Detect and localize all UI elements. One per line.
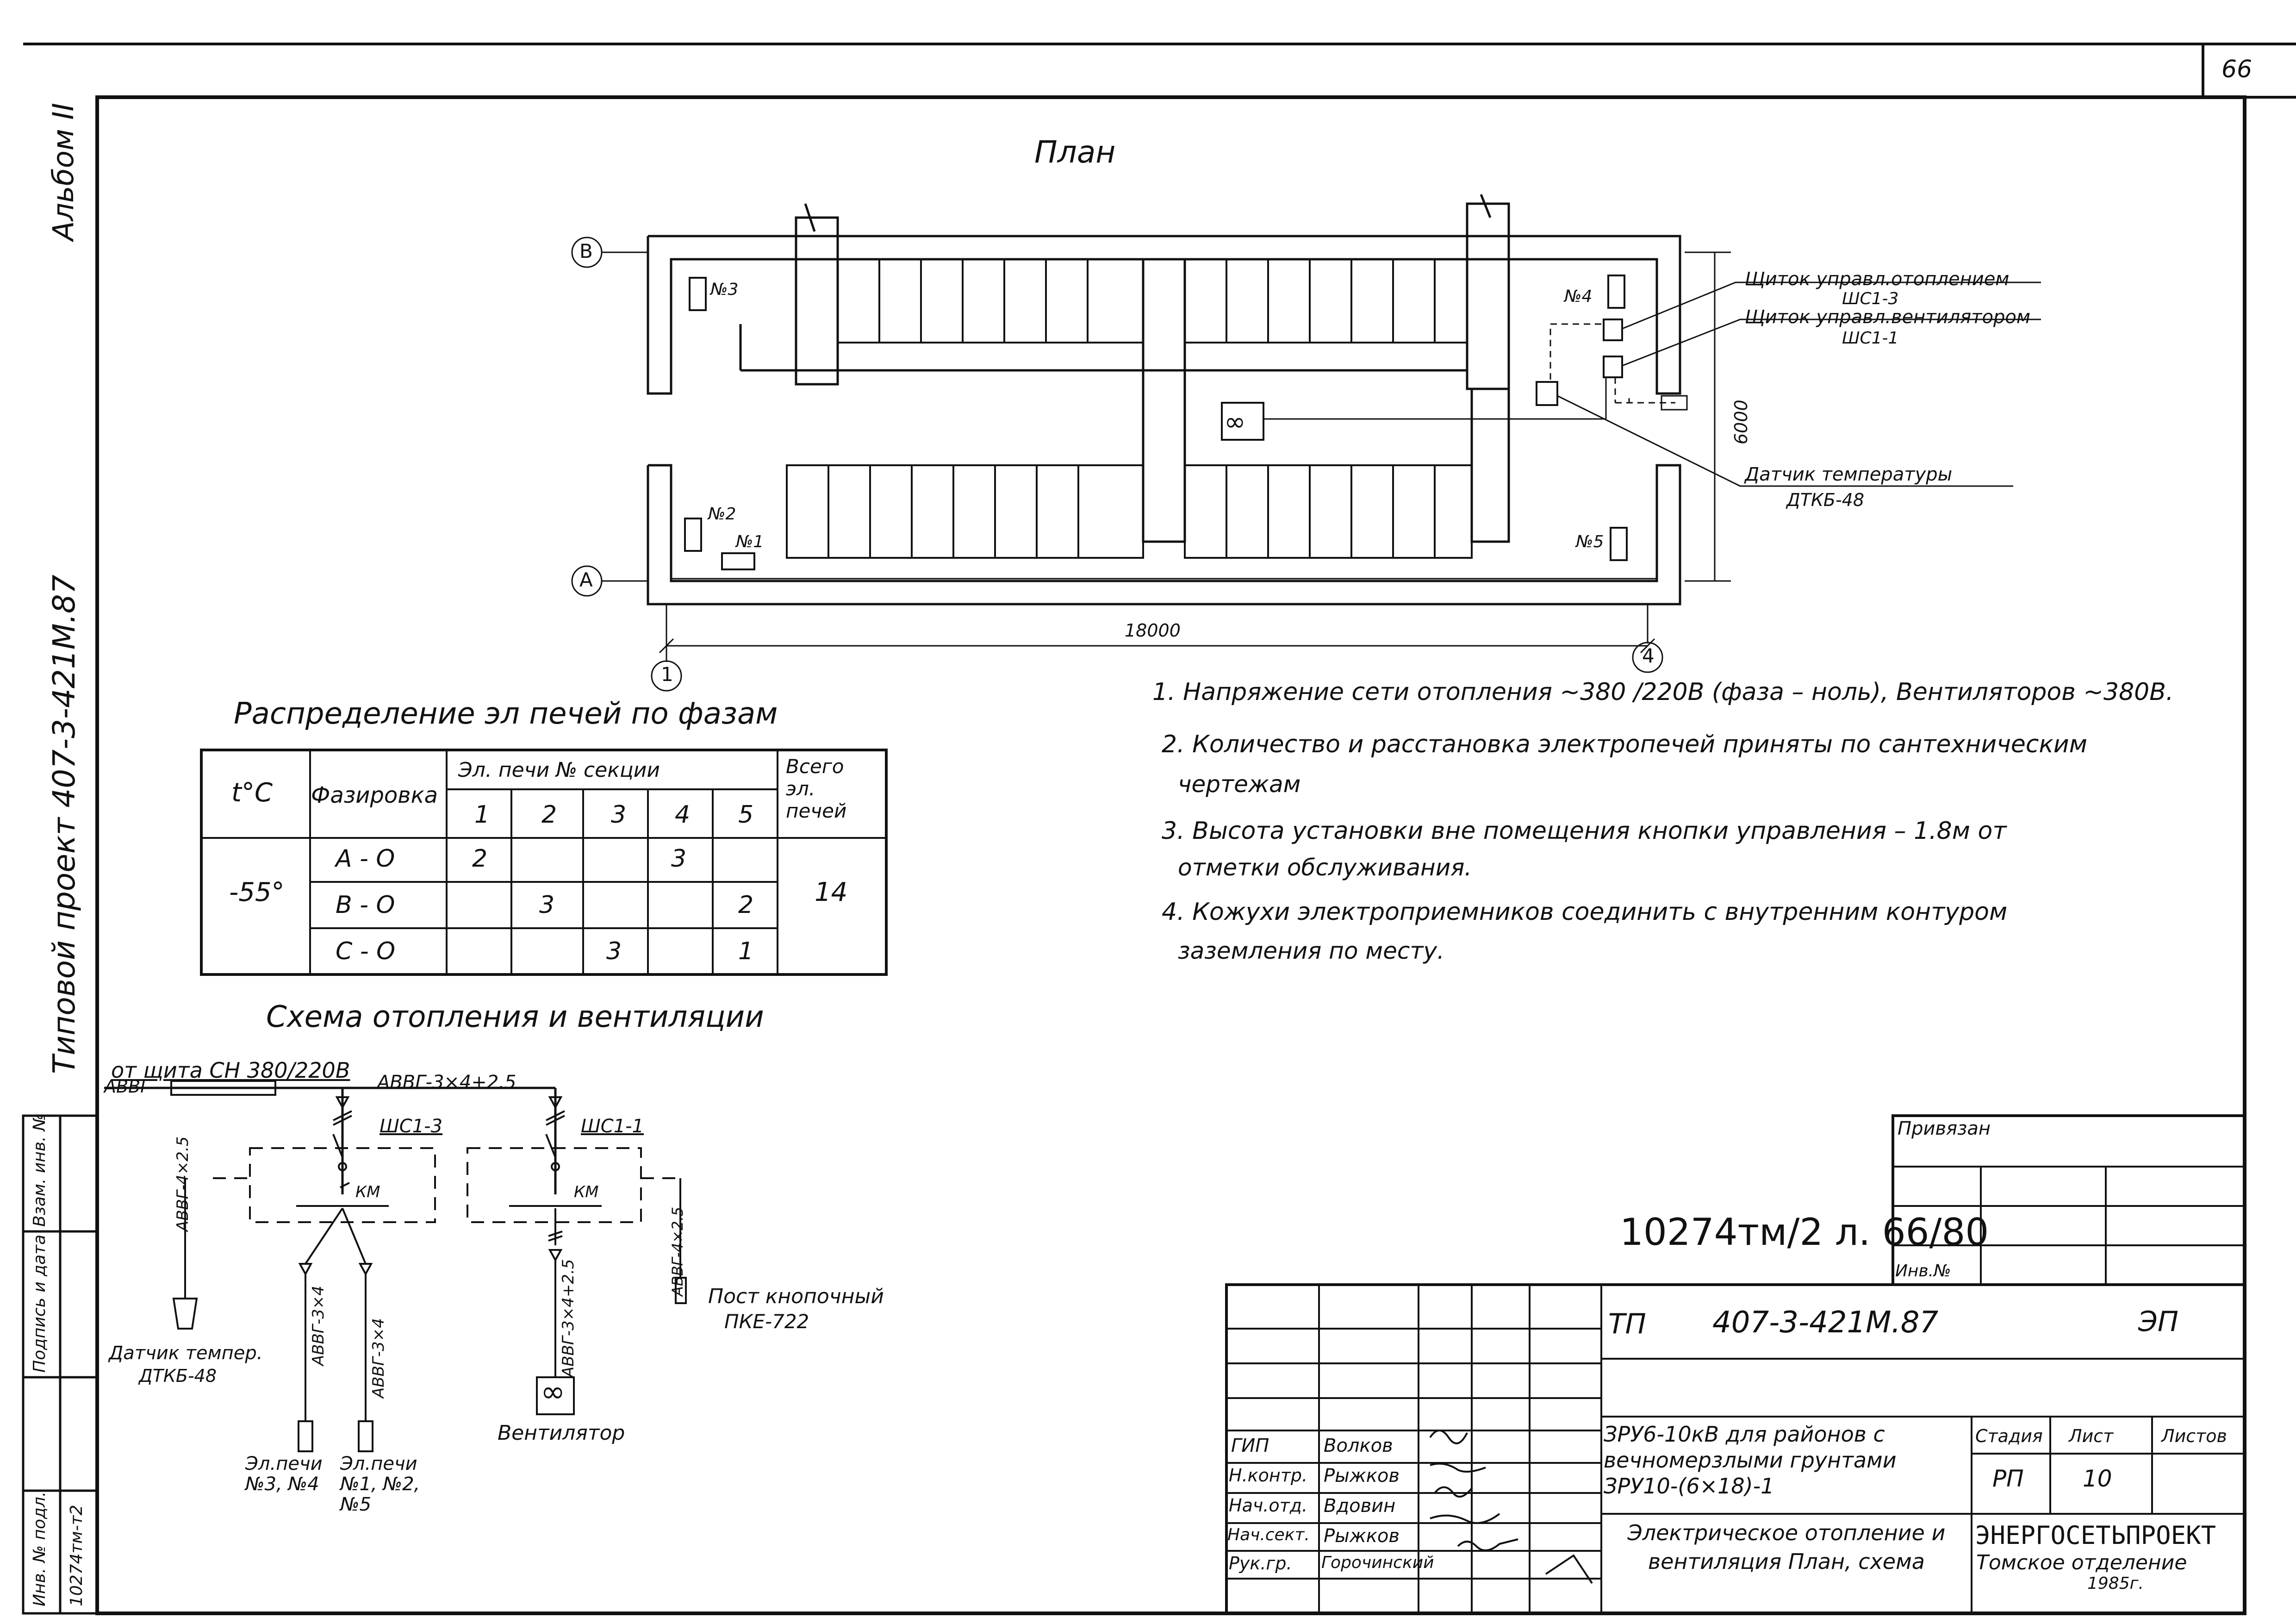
row-b-s2: 3 (539, 891, 555, 919)
note-3-cont: отметки обслуживания. (1178, 854, 1472, 881)
tb-role-4: Нач.сект. (1227, 1525, 1310, 1544)
heater-1-label: №1 (736, 532, 764, 551)
section-1: 1 (474, 801, 490, 829)
row-b-s5: 2 (738, 891, 754, 919)
table-header-section: Эл. печи № секции (458, 758, 660, 782)
plan-title: План (1034, 134, 1116, 170)
row-b-phase: В - О (336, 891, 395, 919)
tb-stage: РП (1992, 1465, 2024, 1492)
row-c-phase: С - О (336, 937, 396, 965)
section-3: 3 (611, 801, 627, 829)
section-4: 4 (675, 801, 691, 829)
axis-1-label: 1 (661, 663, 673, 686)
scheme-km-right: КМ (574, 1183, 599, 1201)
callout-heating-panel: Щиток управл.отоплением (1745, 269, 2010, 290)
tb-name-2: Рыжков (1324, 1465, 1400, 1487)
heater-4-label: №4 (1564, 287, 1593, 306)
distribution-title: Распределение эл печей по фазам (234, 697, 778, 731)
table-header-temp: t°C (231, 778, 273, 808)
scheme-cable-left: АВВГ- (104, 1076, 157, 1097)
note-4-cont: заземления по месту. (1178, 937, 1444, 964)
scheme-button-label: Пост кнопочный (708, 1285, 884, 1308)
scheme-fan-label: Вентилятор (498, 1421, 625, 1445)
tb-org: ЭНЕРГОСЕТЬПРОЕКТ (1975, 1521, 2216, 1550)
tb-object: ЗРУ6-10кВ для районов с вечномерзлыми гр… (1604, 1422, 1897, 1499)
heater-5-label: №5 (1576, 532, 1604, 551)
scheme-sensor-label: Датчик темпер. (109, 1343, 263, 1364)
dimension-length: 18000 (1125, 620, 1181, 641)
scheme-title: Схема отопления и вентиляции (266, 1000, 764, 1034)
tb-org-branch: Томское отделение (1976, 1551, 2187, 1574)
tb-name-3: Вдовин (1324, 1495, 1396, 1517)
note-4: 4. Кожухи электроприемников соединить с … (1162, 898, 2008, 926)
stamp-number: 10274тм/2 л. 66/80 (1620, 1211, 1989, 1254)
tb-sheets-h: Листов (2161, 1426, 2227, 1446)
tb-name-4: Рыжков (1324, 1525, 1400, 1547)
tb-role-5: Рук.гр. (1229, 1553, 1292, 1574)
tb-code: 407-3-421М.87 (1712, 1305, 1939, 1340)
callout-temp-sensor-code: ДТКБ-48 (1786, 490, 1865, 510)
section-2: 2 (541, 801, 557, 829)
tb-sheet: 10 (2083, 1465, 2112, 1492)
svg-text:∞: ∞ (541, 1375, 565, 1409)
scheme-km-left: КМ (355, 1183, 380, 1201)
heater-2-label: №2 (708, 505, 736, 524)
tb-inv: Инв.№ (1895, 1262, 1951, 1280)
tb-privyazan: Привязан (1898, 1118, 1991, 1139)
axis-a-label: А (579, 568, 593, 591)
note-1: 1. Напряжение сети отопления ~380 /220В … (1152, 678, 2174, 706)
callout-heating-panel-code: ШС1-3 (1842, 289, 1899, 308)
note-2: 2. Количество и расстановка электропечей… (1162, 731, 2087, 758)
svg-text:∞: ∞ (1224, 407, 1246, 437)
row-a-s1: 2 (472, 845, 488, 873)
plan-equipment-bottom (786, 464, 1473, 559)
scheme-sc13: ШС1-3 (380, 1116, 443, 1137)
tb-year: 1985г. (2087, 1574, 2144, 1593)
tb-mark: ЭП (2138, 1305, 2179, 1338)
axis-4-label: 4 (1642, 644, 1655, 667)
table-header-total: Всего эл. печей (786, 755, 847, 822)
scheme-button-code: ПКЕ-722 (724, 1310, 809, 1333)
table-total-value: 14 (815, 877, 848, 907)
row-a-s4: 3 (671, 845, 687, 873)
tb-sheet-h: Лист (2069, 1426, 2114, 1446)
note-2-cont: чертежам (1178, 771, 1301, 798)
page-number: 66 (2221, 56, 2252, 83)
scheme-cable-main: АВВГ-3×4+2.5 (377, 1072, 516, 1093)
tb-name-1: Волков (1324, 1435, 1393, 1456)
row-c-s3: 3 (606, 937, 622, 965)
tb-role-2: Н.контр. (1229, 1465, 1308, 1486)
tb-code-left: ТП (1608, 1308, 1646, 1340)
callout-fan-panel-code: ШС1-1 (1842, 329, 1899, 348)
scheme-source: от щита СН 380/220В (111, 1058, 350, 1083)
tb-stage-h: Стадия (1975, 1426, 2043, 1446)
tb-role-3: Нач.отд. (1229, 1495, 1308, 1516)
plan-equipment-top (837, 258, 1468, 344)
scheme-sc11: ШС1-1 (581, 1116, 644, 1137)
tb-name-5: Горочинский (1321, 1553, 1434, 1572)
callout-fan-panel: Щиток управл.вентилятором (1745, 306, 2031, 328)
callout-temp-sensor: Датчик температуры (1745, 464, 1953, 485)
scheme-sensor-code: ДТКБ-48 (139, 1366, 217, 1386)
table-header-phasing: Фазировка (311, 782, 438, 808)
tb-drawing: Электрическое отопление и вентиляция Пла… (1627, 1520, 1946, 1574)
row-a-phase: А - О (336, 845, 395, 873)
tb-role-1: ГИП (1231, 1435, 1269, 1456)
table-temperature: -55° (229, 877, 285, 907)
note-3: 3. Высота установки вне помещения кнопки… (1162, 817, 2007, 845)
section-5: 5 (738, 801, 754, 829)
axis-b-label: В (579, 240, 593, 262)
heater-3-label: №3 (710, 280, 739, 299)
row-c-s5: 1 (738, 937, 754, 965)
scheme-heaters-b: Эл.печи №1, №2, №5 (340, 1453, 420, 1515)
scheme-heaters-a: Эл.печи №3, №4 (245, 1453, 323, 1495)
